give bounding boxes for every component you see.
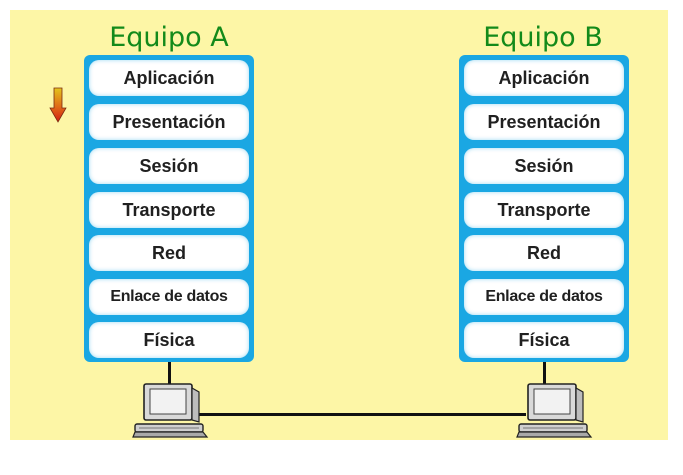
host-b-layer-transport: Transporte bbox=[464, 192, 624, 228]
host-b-layer-physical: Física bbox=[464, 322, 624, 358]
host-b-layer-application: Aplicación bbox=[464, 60, 624, 96]
down-arrow-icon bbox=[49, 87, 67, 123]
network-link-line bbox=[195, 413, 526, 416]
host-b-drop-line bbox=[543, 362, 546, 386]
host-b-layer-session: Sesión bbox=[464, 148, 624, 184]
host-a-layer-presentation: Presentación bbox=[89, 104, 249, 140]
host-b-layer-data-link: Enlace de datos bbox=[464, 279, 624, 315]
host-b-layer-network: Red bbox=[464, 235, 624, 271]
host-a-drop-line bbox=[168, 362, 171, 386]
host-b-title: Equipo B bbox=[483, 22, 603, 53]
host-a-title: Equipo A bbox=[109, 22, 229, 53]
host-a-layer-application: Aplicación bbox=[89, 60, 249, 96]
host-a-layer-stack: Aplicación Presentación Sesión Transport… bbox=[84, 55, 254, 362]
computer-icon bbox=[516, 383, 593, 438]
host-a-layer-data-link: Enlace de datos bbox=[89, 279, 249, 315]
host-a-layer-physical: Física bbox=[89, 322, 249, 358]
host-a-layer-session: Sesión bbox=[89, 148, 249, 184]
host-a-layer-network: Red bbox=[89, 235, 249, 271]
host-a-layer-transport: Transporte bbox=[89, 192, 249, 228]
host-b-layer-stack: Aplicación Presentación Sesión Transport… bbox=[459, 55, 629, 362]
computer-icon bbox=[132, 383, 209, 438]
host-b-layer-presentation: Presentación bbox=[464, 104, 624, 140]
